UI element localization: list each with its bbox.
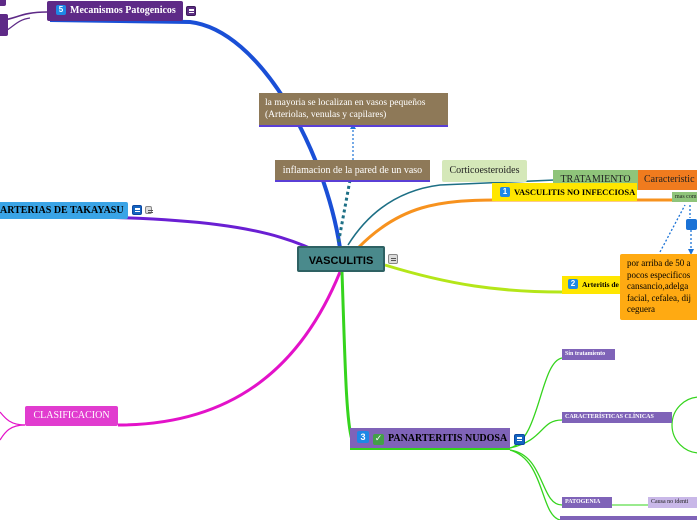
node-label: ARTERIAS DE TAKAYASU: [0, 205, 124, 216]
node-label: por arriba de 50 a pocos especificos can…: [627, 258, 691, 314]
note-icon[interactable]: [514, 434, 525, 445]
node-caracteristicas[interactable]: Caracteristic: [638, 170, 697, 190]
link-center-clasificacion: [117, 271, 342, 427]
node-label: Sin tratamiento: [565, 351, 606, 357]
node-label: inflamacion de la pared de un vaso: [282, 165, 423, 176]
node-label: CLASIFICACION: [33, 410, 110, 421]
node-caracteristicas-clinicas[interactable]: CARACTERÍSTICAS CLÍNICAS: [562, 412, 672, 423]
node-vasculitis-no-infecciosa[interactable]: 1 VASCULITIS NO INFECCIOSA: [492, 183, 637, 201]
node-label: Causa no identi: [651, 499, 689, 505]
link-pan-sin-tratamiento: [509, 357, 615, 449]
link-center-no-infecciosa: [356, 198, 680, 250]
number-badge-icon: 5: [56, 5, 66, 15]
link-pan-patogenia: [509, 449, 612, 506]
node-sin-tratamiento[interactable]: Sin tratamiento: [562, 349, 615, 360]
left-partial-node[interactable]: [0, 14, 8, 36]
blue-marker-square: [686, 219, 697, 230]
link-clasificacion-out: [0, 424, 26, 441]
node-label: la mayoria se localizan en vasos pequeño…: [265, 98, 426, 120]
node-sintomas[interactable]: por arriba de 50 a pocos especificos can…: [620, 254, 697, 320]
node-label: CARACTERÍSTICAS CLÍNICAS: [565, 414, 654, 420]
link-center-panarteritis: [340, 271, 354, 441]
node-causa-no-identificada[interactable]: Causa no identi: [648, 497, 697, 508]
link-inflamacion-center: [336, 179, 352, 246]
link-sintomas-dotted-left: [659, 204, 686, 253]
arrow-down-sintomas: [688, 249, 694, 255]
node-label: Corticoesteroides: [449, 165, 520, 176]
note-icon[interactable]: [186, 6, 196, 16]
clinicas-child-circle: [671, 396, 697, 454]
node-label: PATOGENIA: [565, 499, 601, 505]
node-arterias-takayasu[interactable]: ARTERIAS DE TAKAYASU: [0, 202, 128, 219]
check-icon: ✓: [373, 434, 384, 445]
node-label: VASCULITIS NO INFECCIOSA: [514, 187, 636, 197]
node-label: VASCULITIS: [308, 255, 374, 267]
node-clasificacion[interactable]: CLASIFICACION: [25, 406, 118, 426]
bottom-partial-node[interactable]: [560, 516, 697, 520]
note-icon[interactable]: [132, 205, 142, 215]
node-label: Mecanismos Patogenicos: [70, 5, 176, 16]
node-label: mas com: [675, 194, 697, 200]
node-patogenia[interactable]: PATOGENIA: [562, 497, 612, 508]
node-mecanismos-patogenicos[interactable]: 5 Mecanismos Patogenicos: [47, 1, 183, 21]
link-center-tratamiento: [347, 179, 556, 246]
link-center-takayasu: [0, 214, 331, 260]
node-corticoesteroides[interactable]: Corticoesteroides: [442, 160, 527, 182]
number-badge-icon: 3: [357, 431, 369, 443]
link-pan-clinicas: [509, 419, 672, 449]
node-central-vasculitis[interactable]: VASCULITIS: [297, 246, 385, 272]
node-label: TRATAMIENTO: [560, 174, 631, 185]
node-label: Caracteristic: [644, 174, 695, 185]
note-icon[interactable]: [388, 254, 398, 264]
node-panarteritis-nudosa[interactable]: 3 ✓ PANARTERITIS NUDOSA: [350, 428, 510, 450]
node-mas-comun[interactable]: mas com: [672, 192, 697, 202]
node-arteritis[interactable]: 2 Arteritis de: [562, 276, 624, 294]
link-clasificacion-out-2: [0, 411, 26, 426]
top-left-partial-node[interactable]: [0, 0, 6, 6]
node-label: PANARTERITIS NUDOSA: [388, 433, 508, 444]
link-center-arteritis: [384, 263, 697, 294]
node-inflamacion-pared[interactable]: inflamacion de la pared de un vaso: [275, 160, 430, 182]
node-vasos-pequenos[interactable]: la mayoria se localizan en vasos pequeño…: [259, 93, 448, 127]
node-label: Arteritis de: [582, 280, 619, 289]
attachment-icon[interactable]: [145, 206, 153, 214]
number-badge-icon: 2: [568, 279, 578, 289]
number-badge-icon: 1: [500, 187, 510, 197]
link-pan-bottom: [509, 449, 561, 520]
